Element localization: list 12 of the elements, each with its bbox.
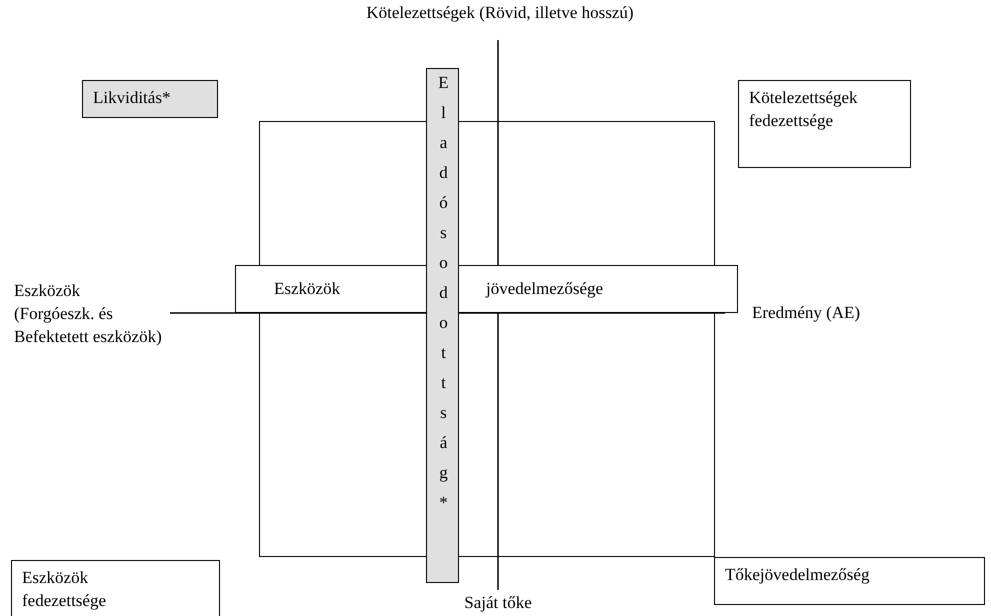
shaded-box: Likviditás* <box>82 80 218 118</box>
vertical-band <box>426 68 459 583</box>
text-box: Eszközök fedezettsége <box>11 560 220 616</box>
text-box: Kötelezettségek fedezettsége <box>738 80 911 168</box>
text-box: Tőkejövedelmezőség <box>714 557 985 605</box>
band-label: Eszközök <box>274 278 340 300</box>
band-label: jövedelmezősége <box>486 278 604 300</box>
axis-label: Saját tőke <box>463 592 533 614</box>
axis-label: Eredmény (AE) <box>752 302 862 324</box>
vertical-label: Eladósodottság* <box>432 73 454 523</box>
axis-label: Kötelezettségek (Rövid, illetve hosszú) <box>365 2 635 24</box>
axis-label: Eszközök (Forgóeszk. és Befektetett eszközök) <box>14 280 163 348</box>
